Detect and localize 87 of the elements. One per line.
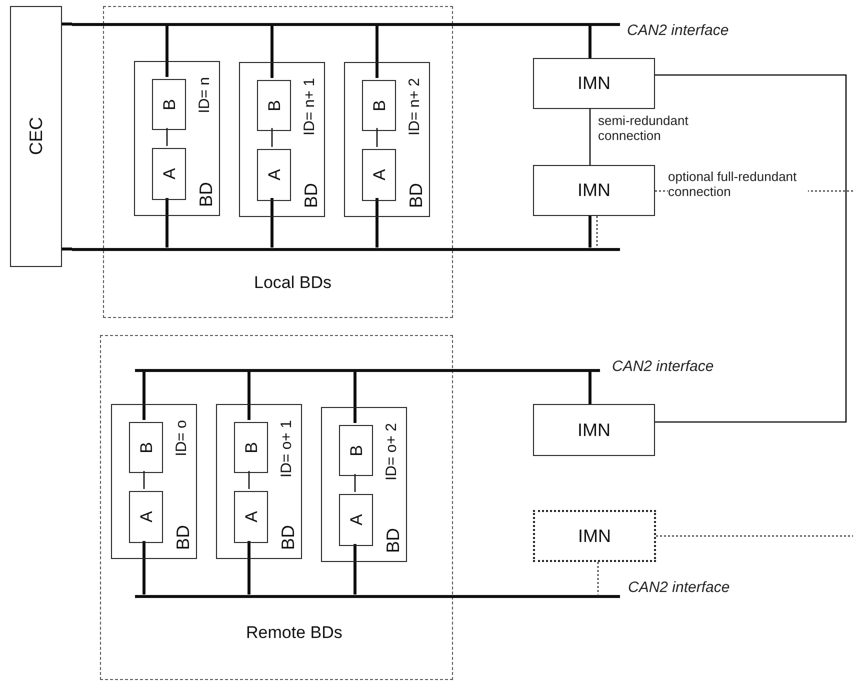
board-box <box>239 62 325 217</box>
connector-line <box>271 128 273 147</box>
board-label: BD <box>302 182 320 208</box>
id-label: ID= o+ 1 <box>279 420 294 478</box>
interface-module-box <box>533 404 655 456</box>
group-label: Local BDs <box>254 273 332 293</box>
connector-line <box>166 198 168 248</box>
module-box <box>234 422 268 473</box>
board-label: BD <box>384 528 402 553</box>
module-box <box>362 80 396 131</box>
connector-line <box>588 216 592 248</box>
connector-line <box>354 372 356 423</box>
bus-line <box>72 22 620 26</box>
box-label: A <box>370 169 388 181</box>
controller-box <box>10 6 62 267</box>
interface-module-box <box>533 165 655 216</box>
interface-label: CAN2 interface <box>627 22 729 39</box>
connector-line <box>588 372 592 404</box>
module-box <box>129 491 163 543</box>
box-label: B <box>242 442 260 454</box>
box-label: IMN <box>578 73 610 94</box>
id-label: ID= o <box>174 420 189 456</box>
connector-line <box>354 544 356 594</box>
module-box <box>234 491 268 543</box>
connector-line <box>62 248 72 250</box>
box-label: B <box>348 444 364 456</box>
module-box <box>339 494 373 546</box>
board-box <box>134 61 220 216</box>
connector-line <box>270 198 274 248</box>
connector-line <box>354 474 356 492</box>
bus-line <box>72 248 620 250</box>
box-label: B <box>138 442 154 454</box>
connector-line <box>166 26 168 77</box>
module-box <box>257 149 291 201</box>
connector-line <box>655 74 847 423</box>
connector-line <box>270 26 274 78</box>
bus-line <box>135 594 620 598</box>
connector-line <box>588 26 592 58</box>
connector-line <box>589 109 591 165</box>
box-label: A <box>348 514 364 526</box>
board-label: BD <box>279 524 297 550</box>
box-label: A <box>242 511 260 523</box>
id-label: ID= n+ 2 <box>407 78 422 136</box>
connector-line <box>143 471 145 489</box>
connector-line <box>376 26 378 78</box>
dotted-connector <box>596 216 598 248</box>
module-box <box>362 149 396 201</box>
bus-line <box>135 368 600 372</box>
connector-line <box>142 372 146 420</box>
group-label: Remote BDs <box>246 623 342 643</box>
board-box <box>344 62 430 217</box>
id-label: ID= n <box>197 77 212 114</box>
board-box <box>321 407 407 562</box>
interface-label: CAN2 interface <box>612 358 714 375</box>
connector-line <box>142 541 146 594</box>
interface-module-box <box>533 58 655 109</box>
box-label: CEC <box>27 117 45 156</box>
box-label: B <box>160 98 178 110</box>
board-box <box>111 404 197 559</box>
connector-line <box>248 541 250 594</box>
box-label: IMN <box>578 420 610 440</box>
board-label: BD <box>174 524 192 550</box>
module-box <box>129 422 163 473</box>
module-box <box>152 79 186 130</box>
board-label: BD <box>407 182 425 208</box>
connector-line <box>248 471 250 489</box>
module-box <box>339 425 373 476</box>
connector-line <box>62 22 72 26</box>
box-label: IMN <box>578 526 611 546</box>
module-box <box>257 80 291 131</box>
box-label: IMN <box>578 180 610 201</box>
box-label: A <box>160 168 178 180</box>
board-box <box>216 404 302 559</box>
box-label: A <box>266 169 282 181</box>
box-label: A <box>138 511 154 523</box>
id-label: ID= n+ 1 <box>302 78 317 136</box>
board-label: BD <box>197 182 215 207</box>
interface-module-box <box>533 510 656 562</box>
box-label: B <box>370 100 388 112</box>
box-label: B <box>266 100 282 112</box>
module-box <box>152 148 186 200</box>
connector-line <box>376 198 378 248</box>
connector-line <box>166 128 168 146</box>
connector-line <box>376 128 378 147</box>
interface-label: CAN2 interface <box>628 579 730 596</box>
connector-line <box>248 372 250 420</box>
id-label: ID= o+ 2 <box>384 423 399 481</box>
